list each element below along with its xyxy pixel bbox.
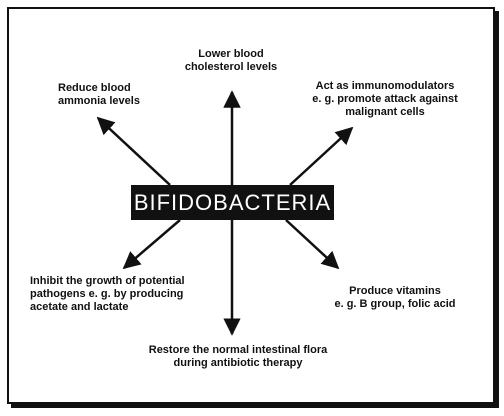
center-label: BIFIDOBACTERIA	[133, 189, 332, 215]
arrow-ammonia	[96, 116, 171, 186]
arrow-immunomodulators	[289, 126, 354, 186]
arrow-inhibit	[122, 219, 181, 270]
arrow-vitamins	[285, 219, 340, 270]
label-vitamins: Produce vitamins e. g. B group, folic ac…	[334, 285, 456, 310]
bifidobacteria-box: BIFIDOBACTERIA	[131, 185, 334, 220]
label-inhibit-pathogens: Inhibit the growth of potential pathogen…	[30, 275, 185, 313]
label-ammonia: Reduce blood ammonia levels	[58, 82, 140, 107]
label-cholesterol: Lower blood cholesterol levels	[184, 48, 278, 73]
label-restore-flora: Restore the normal intestinal flora duri…	[148, 344, 328, 369]
label-immunomodulators: Act as immunomodulators e. g. promote at…	[312, 80, 458, 118]
